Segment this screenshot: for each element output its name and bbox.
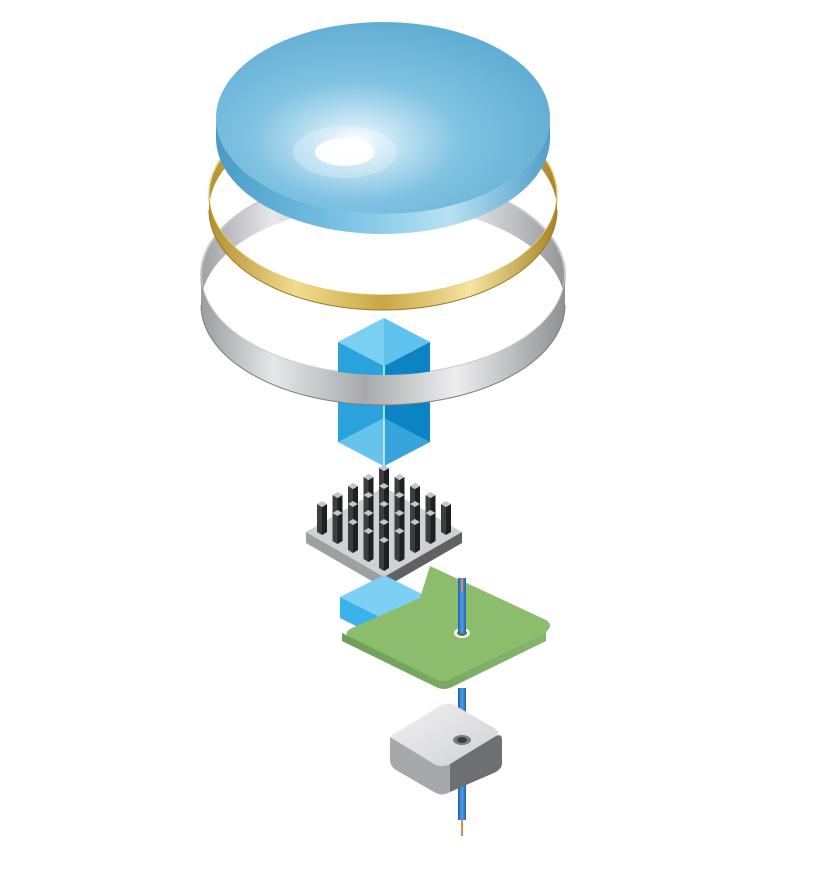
- heatsink-fin-top: [394, 528, 405, 534]
- heatsink-fin: [410, 522, 415, 553]
- silver-ring-front: [200, 275, 566, 406]
- heatsink-fin-top: [394, 492, 405, 498]
- heatsink-fin-top: [363, 474, 374, 480]
- heatsink-fin-side: [399, 531, 405, 562]
- gold-ring-front: [208, 195, 558, 311]
- heatsink-fin-side: [322, 504, 327, 535]
- heatsink-fin-side: [368, 531, 374, 562]
- motor-housing: [390, 703, 502, 795]
- heatsink-fin-top: [410, 519, 420, 525]
- heatsink-fin: [332, 513, 338, 544]
- heatsink-fin-top: [394, 474, 405, 480]
- heatsink-fin-top: [394, 510, 405, 516]
- heatsink-fin-side: [353, 522, 358, 553]
- heatsink-fin-top: [379, 483, 389, 489]
- heatsink-fin: [363, 531, 369, 562]
- heatsink-fin-side: [384, 540, 389, 571]
- heatsink-fin-top: [363, 492, 374, 498]
- heatsink-fin-top: [410, 483, 420, 489]
- lens-disc: [216, 22, 550, 234]
- heatsink-fin-side: [446, 504, 451, 535]
- heatsink-fin-top: [363, 510, 374, 516]
- heatsink-fin: [317, 504, 322, 535]
- heatsink-fin-side: [430, 513, 436, 544]
- heatsink-fin: [379, 540, 384, 571]
- heatsink-fin-side: [337, 513, 343, 544]
- heatsink-fin-top: [317, 501, 327, 507]
- heatsink-fin: [348, 522, 353, 553]
- heatsink-fin-top: [425, 492, 436, 498]
- heatsink-fin-top: [332, 510, 343, 516]
- heatsink-fin-top: [379, 537, 389, 543]
- heatsink-fin-top: [441, 501, 451, 507]
- heatsink-fin-top: [410, 501, 420, 507]
- heatsink-fin-top: [348, 501, 358, 507]
- heatsink-fin-top: [379, 465, 389, 471]
- heatsink-fin: [441, 504, 446, 535]
- heatsink-fin-top: [348, 483, 358, 489]
- heatsink-fin-top: [379, 519, 389, 525]
- heatsink-fin-side: [415, 522, 420, 553]
- prism-cube: [338, 318, 430, 466]
- cable: [458, 578, 466, 836]
- heatsink: [306, 465, 462, 588]
- heatsink-fin: [425, 513, 431, 544]
- heatsink-fin-top: [379, 501, 389, 507]
- heatsink-fin-top: [348, 519, 358, 525]
- heatsink-fin-top: [363, 528, 374, 534]
- heatsink-fin-top: [425, 510, 436, 516]
- heatsink-fin-top: [332, 492, 343, 498]
- heatsink-fin: [394, 531, 400, 562]
